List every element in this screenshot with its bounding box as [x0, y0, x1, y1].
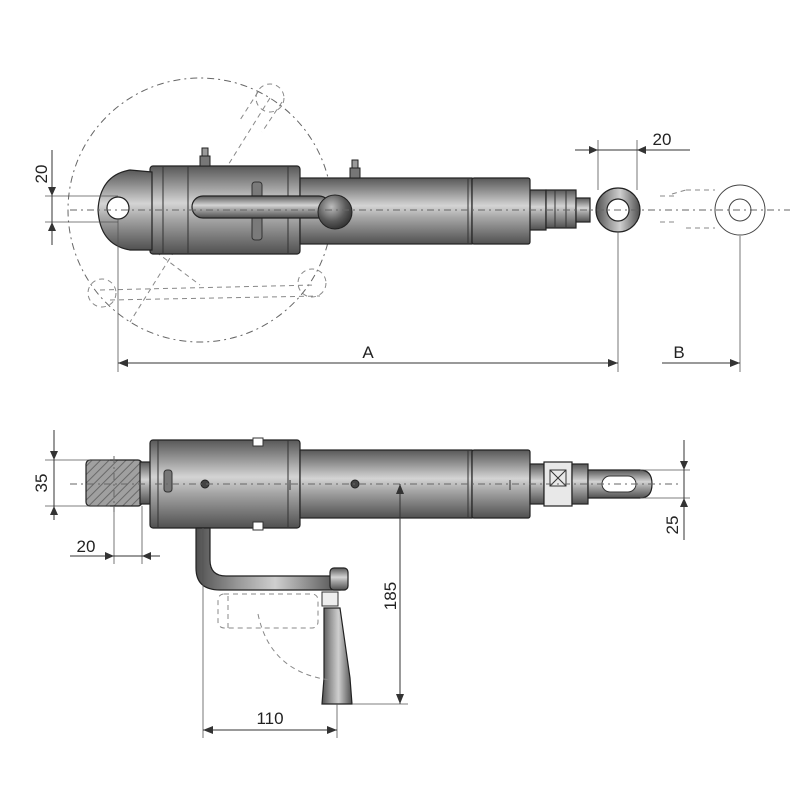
dim-110: 110	[202, 528, 338, 738]
crank-arm	[191, 195, 331, 219]
dim-25-label: 25	[663, 516, 682, 535]
remote-eye	[660, 184, 766, 236]
dim-b-label: B	[673, 343, 684, 362]
grease-nipples	[199, 147, 361, 179]
crank-ghost-positions	[87, 83, 327, 323]
crank-handle	[321, 607, 353, 705]
crank-knob	[317, 194, 353, 230]
dim-a: A	[117, 220, 619, 372]
dim-35-label: 35	[32, 474, 51, 493]
dim-top-hole-label: 20	[32, 165, 51, 184]
hex-nut	[545, 189, 577, 229]
clevis-section	[85, 459, 143, 507]
dim-top-hole: 20	[32, 150, 118, 245]
clevis-hole	[106, 196, 130, 220]
dim-25: 25	[640, 440, 690, 540]
front-tube	[471, 177, 531, 245]
dim-185-label: 185	[381, 582, 400, 610]
dim-20-side-label: 20	[77, 537, 96, 556]
side-view	[70, 437, 680, 705]
top-view	[67, 77, 790, 343]
dim-185: 185	[352, 484, 408, 705]
dim-top-eye-width: 20	[575, 130, 690, 190]
crank-ghost-side	[217, 593, 331, 681]
dim-35: 35	[32, 430, 110, 520]
dim-b: B	[662, 236, 741, 372]
dim-110-label: 110	[256, 709, 283, 728]
dim-top-eye-width-label: 20	[653, 130, 672, 149]
crank-rod	[195, 527, 341, 591]
dim-a-label: A	[362, 343, 374, 362]
dim-20-side: 20	[70, 506, 160, 564]
